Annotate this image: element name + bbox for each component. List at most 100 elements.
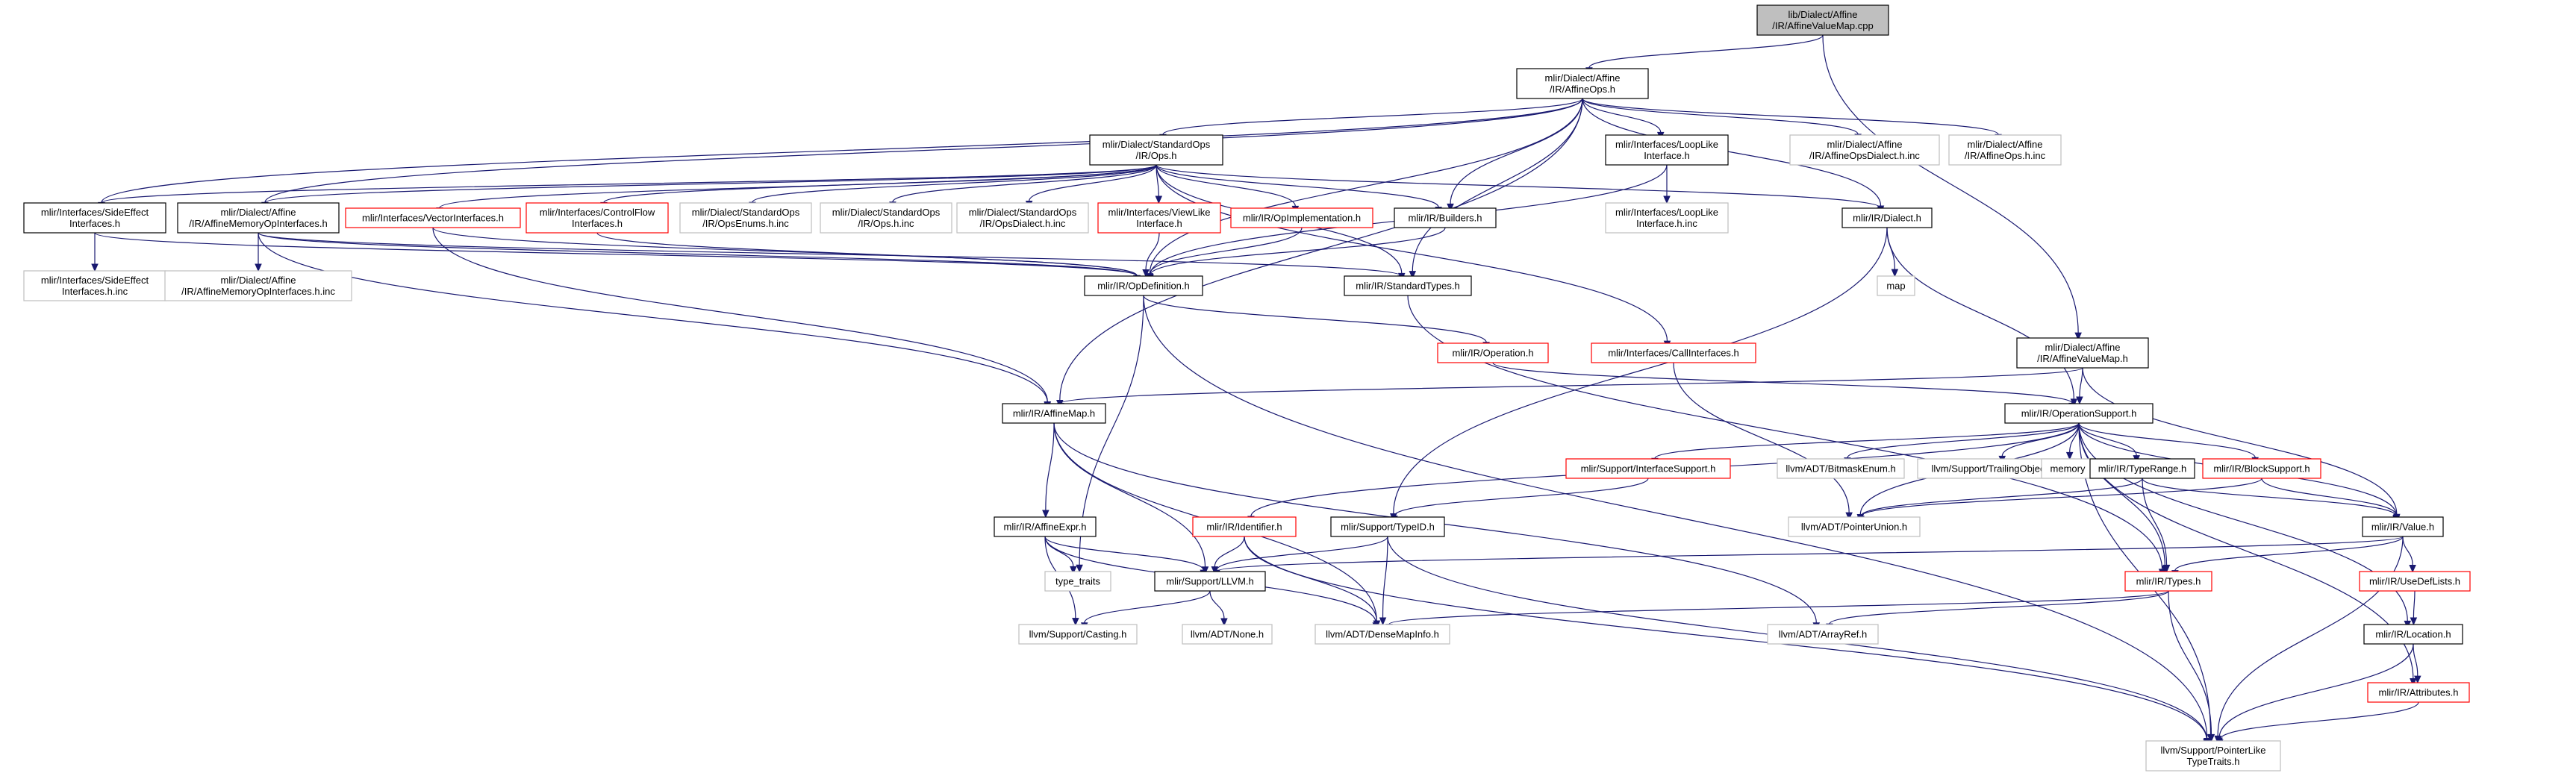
edge-stdops-to-callif [1156,164,1671,349]
node-box [2359,571,2471,592]
node-none[interactable]: llvm/ADT/None.h [1182,624,1273,645]
edge-affinememop-to-affinemap [258,232,1051,410]
node-value[interactable]: mlir/IR/Value.h [2362,516,2444,537]
node-box [820,202,952,234]
node-stdtypes[interactable]: mlir/IR/StandardTypes.h [1344,275,1472,296]
node-types[interactable]: mlir/IR/Types.h [2124,571,2212,592]
node-llvmh[interactable]: mlir/Support/LLVM.h [1154,571,1266,592]
node-label: mlir/IR/Dialect.h [1853,213,1921,224]
node-label: mlir/Dialect/Affine [1827,139,1903,150]
node-box [177,202,340,234]
node-box [1314,624,1450,645]
node-label: mlir/IR/Identifier.h [1206,522,1282,533]
node-casting[interactable]: llvm/Support/Casting.h [1018,624,1138,645]
node-label: memory [2050,463,2086,475]
node-map[interactable]: map [1877,275,1915,296]
node-usedeflists[interactable]: mlir/IR/UseDefLists.h [2359,571,2471,592]
node-root: lib/Dialect/Affine/IR/AffineValueMap.cpp [1756,4,1889,36]
node-label: /IR/OpsEnums.h.inc [702,218,789,229]
node-ifsupport[interactable]: mlir/Support/InterfaceSupport.h [1565,458,1731,479]
node-label: /IR/AffineOpsDialect.h.inc [1809,150,1920,161]
node-opimpl[interactable]: mlir/IR/OpImplementation.h [1230,207,1373,228]
node-box [1756,4,1889,36]
node-opshinc[interactable]: mlir/Dialect/StandardOps/IR/Ops.h.inc [820,202,952,234]
node-vectorif[interactable]: mlir/Interfaces/VectorInterfaces.h [345,207,521,228]
edge-opimpl-to-opdef [1146,227,1303,282]
node-affinememop[interactable]: mlir/Dialect/Affine/IR/AffineMemoryOpInt… [177,202,340,234]
node-label: llvm/ADT/BitmaskEnum.h [1786,463,1895,475]
node-label: llvm/ADT/ArrayRef.h [1779,629,1867,640]
node-box [23,202,166,234]
node-memory[interactable]: memory [2041,458,2095,479]
edge-typerange-to-value [2142,478,2400,524]
node-label: mlir/Interfaces/SideEffect [41,275,149,286]
node-location[interactable]: mlir/IR/Location.h [2363,624,2463,645]
node-affineopsdialectinc[interactable]: mlir/Dialect/Affine/IR/AffineOpsDialect.… [1789,134,1940,166]
node-attributes[interactable]: mlir/IR/Attributes.h [2367,682,2470,703]
node-label: mlir/IR/Value.h [2371,522,2434,533]
node-identifier[interactable]: mlir/IR/Identifier.h [1192,516,1297,537]
node-opsupport[interactable]: mlir/IR/OperationSupport.h [2004,403,2154,424]
edge-typeid-to-llvmh [1213,536,1388,578]
node-box [1344,275,1472,296]
edge-callif-to-pointerunion [1673,362,1853,521]
node-callif[interactable]: mlir/Interfaces/CallInterfaces.h [1591,342,1756,363]
node-opdef[interactable]: mlir/IR/OpDefinition.h [1084,275,1203,296]
node-operation[interactable]: mlir/IR/Operation.h [1437,342,1549,363]
node-box [1605,202,1729,234]
node-typeid[interactable]: mlir/Support/TypeID.h [1330,516,1445,537]
node-box [1097,202,1221,234]
node-box [1330,516,1445,537]
edge-vectorif-to-opdef [432,227,1141,284]
node-label: lib/Dialect/Affine [1788,9,1858,20]
node-affineops[interactable]: mlir/Dialect/Affine/IR/AffineOps.h [1516,68,1649,99]
node-pointerunion[interactable]: llvm/ADT/PointerUnion.h [1788,516,1921,537]
node-affineopshinc[interactable]: mlir/Dialect/Affine/IR/AffineOps.h.inc [1948,134,2062,166]
edge-vectorif-to-affinemap [432,227,1052,410]
edge-affinememop-to-affinememopinc [255,233,262,272]
node-box [1394,207,1497,228]
node-affineexpr[interactable]: mlir/IR/AffineExpr.h [994,516,1097,537]
node-label: mlir/IR/OpImplementation.h [1243,213,1361,224]
node-label: mlir/Interfaces/LoopLike [1615,207,1718,218]
node-label: mlir/IR/AffineExpr.h [1003,522,1086,533]
edge-dialect-to-opsupport [1886,227,2078,407]
node-label: /IR/AffineOps.h.inc [1965,150,2046,161]
node-stdops[interactable]: mlir/Dialect/StandardOps/IR/Ops.h [1089,134,1223,166]
node-label: /IR/AffineMemoryOpInterfaces.h [189,218,327,229]
edge-affinemap-to-llvmh [1053,422,1209,575]
node-opsenumsinc[interactable]: mlir/Dialect/StandardOps/IR/OpsEnums.h.i… [679,202,812,234]
node-label: /IR/AffineOps.h [1550,84,1615,95]
node-bitmask[interactable]: llvm/ADT/BitmaskEnum.h [1777,458,1905,479]
node-opsdialectinc[interactable]: mlir/Dialect/StandardOps/IR/OpsDialect.h… [956,202,1089,234]
edge-llvmh-to-casting [1080,590,1211,631]
node-box [2362,516,2444,537]
edge-affineexpr-to-llvmh [1044,536,1207,578]
node-label: llvm/ADT/None.h [1191,629,1264,640]
node-densemapinfo[interactable]: llvm/ADT/DenseMapInfo.h [1314,624,1450,645]
node-arrayref[interactable]: llvm/ADT/ArrayRef.h [1767,624,1879,645]
node-label: Interface.h.inc [1636,218,1697,229]
node-label: mlir/IR/Operation.h [1452,348,1533,359]
node-box [1605,134,1729,166]
edge-controlflow-to-opdef [596,232,1141,284]
node-sideeffectinc[interactable]: mlir/Interfaces/SideEffectInterfaces.h.i… [23,270,166,301]
node-affinemap[interactable]: mlir/IR/AffineMap.h [1002,403,1106,424]
node-affinevaluemap[interactable]: mlir/Dialect/Affine/IR/AffineValueMap.h [2016,337,2149,369]
node-typetraits[interactable]: type_traits [1044,571,1111,592]
node-affinememopinc[interactable]: mlir/Dialect/Affine/IR/AffineMemoryOpInt… [164,270,352,301]
node-builders[interactable]: mlir/IR/Builders.h [1394,207,1497,228]
edge-llvmh-to-none [1209,590,1228,627]
node-typerange[interactable]: mlir/IR/TypeRange.h [2089,458,2195,479]
edge-blocksupport-to-value [2261,478,2401,523]
node-blocksupport[interactable]: mlir/IR/BlockSupport.h [2202,458,2321,479]
node-label: llvm/Support/PointerLike [2161,745,2266,756]
node-dialect[interactable]: mlir/IR/Dialect.h [1841,207,1933,228]
